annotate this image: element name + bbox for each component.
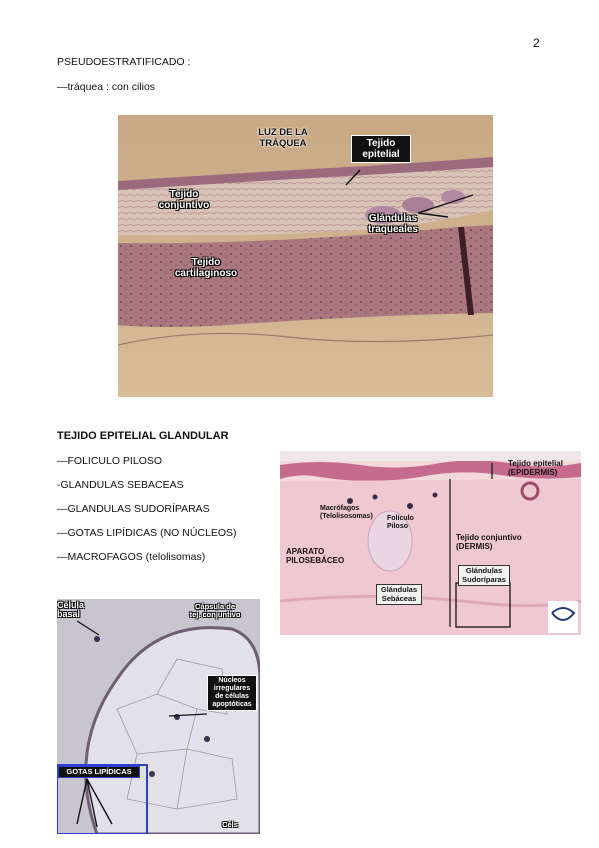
- list-item-lipid-droplets: —GOTAS LIPÍDICAS (NO NÚCLEOS): [57, 527, 237, 539]
- list-item-hair-follicle: —FOLICULO PILOSO: [57, 455, 163, 467]
- cartilage-tissue-label: Tejido cartilaginoso: [174, 257, 238, 279]
- lumen-label: LUZ DE LA TRÁQUEA: [258, 127, 308, 149]
- dermis-label: Tejido conjuntivo (DERMIS): [456, 533, 522, 551]
- section-heading-glandular: TEJIDO EPITELIAL GLANDULAR: [57, 430, 229, 442]
- sebaceous-gland-micrograph-image: [57, 599, 260, 834]
- skin-micrograph: Tejido epitelial (EPIDERMIS) Macrófagos …: [280, 451, 581, 635]
- capsule-label: Cápsula de tej. conjuntivo: [189, 602, 241, 619]
- lipid-droplets-label: GOTAS LIPÍDICAS: [58, 766, 140, 778]
- list-item-trachea: —tráquea : con cilios: [57, 81, 156, 93]
- list-item-sebaceous-glands: -GLANDULAS SEBACEAS: [57, 479, 184, 491]
- list-item-sweat-glands: —GLANDULAS SUDORÍPARAS: [57, 503, 210, 515]
- sebaceous-gland-micrograph: Célula basal Cápsula de tej. conjuntivo …: [57, 599, 260, 834]
- irregular-nuclei-label: Núcleos irregulares de células apoptótic…: [207, 675, 257, 711]
- trachea-micrograph-image: [118, 115, 493, 397]
- skin-micrograph-image: [280, 451, 581, 635]
- section-heading-pseudostratified: PSEUDOESTRATIFICADO :: [57, 56, 191, 68]
- cells-label: Céls: [222, 820, 238, 829]
- epidermis-label: Tejido epitelial (EPIDERMIS): [508, 459, 563, 477]
- tracheal-glands-label: Glándulas traqueales: [367, 213, 419, 235]
- sweat-glands-label: Glándulas Sudoríparas: [458, 565, 510, 586]
- trachea-micrograph: LUZ DE LA TRÁQUEA Tejido epitelial Tejid…: [118, 115, 493, 397]
- connective-tissue-label: Tejido conjuntivo: [158, 189, 210, 211]
- basal-cell-label: Célula basal: [57, 600, 85, 619]
- list-item-macrophages: —MACROFAGOS (telolisomas): [57, 551, 206, 563]
- macrophages-label: Macrófagos (Telolisosomas): [320, 505, 373, 520]
- epithelial-tissue-label: Tejido epitelial: [351, 135, 411, 163]
- page-number: 2: [533, 36, 540, 50]
- pilosebaceous-apparatus-label: APARATO PILOSEBÁCEO: [286, 547, 345, 565]
- sebaceous-glands-label: Glándulas Sebáceas: [376, 584, 422, 605]
- hair-follicle-label: Folículo Piloso: [387, 515, 414, 530]
